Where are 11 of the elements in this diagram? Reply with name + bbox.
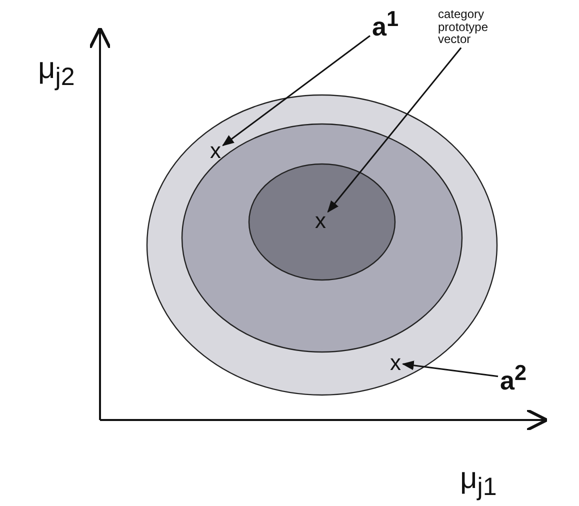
point-mark: x (210, 138, 221, 164)
leader-arrow (222, 35, 370, 146)
axis-label: μ$_{j1}$ (460, 462, 497, 502)
point-mark: x (390, 350, 401, 376)
point-mark: x (315, 208, 326, 234)
annotation-text: category prototype vector (438, 8, 518, 46)
axis-label: μ$_{j2}$ (38, 52, 75, 92)
vector-label: a$^{2}$ (500, 360, 527, 397)
leader-arrow (402, 360, 498, 378)
vector-label: a$^{1}$ (372, 6, 399, 43)
leader-arrow (327, 47, 462, 213)
